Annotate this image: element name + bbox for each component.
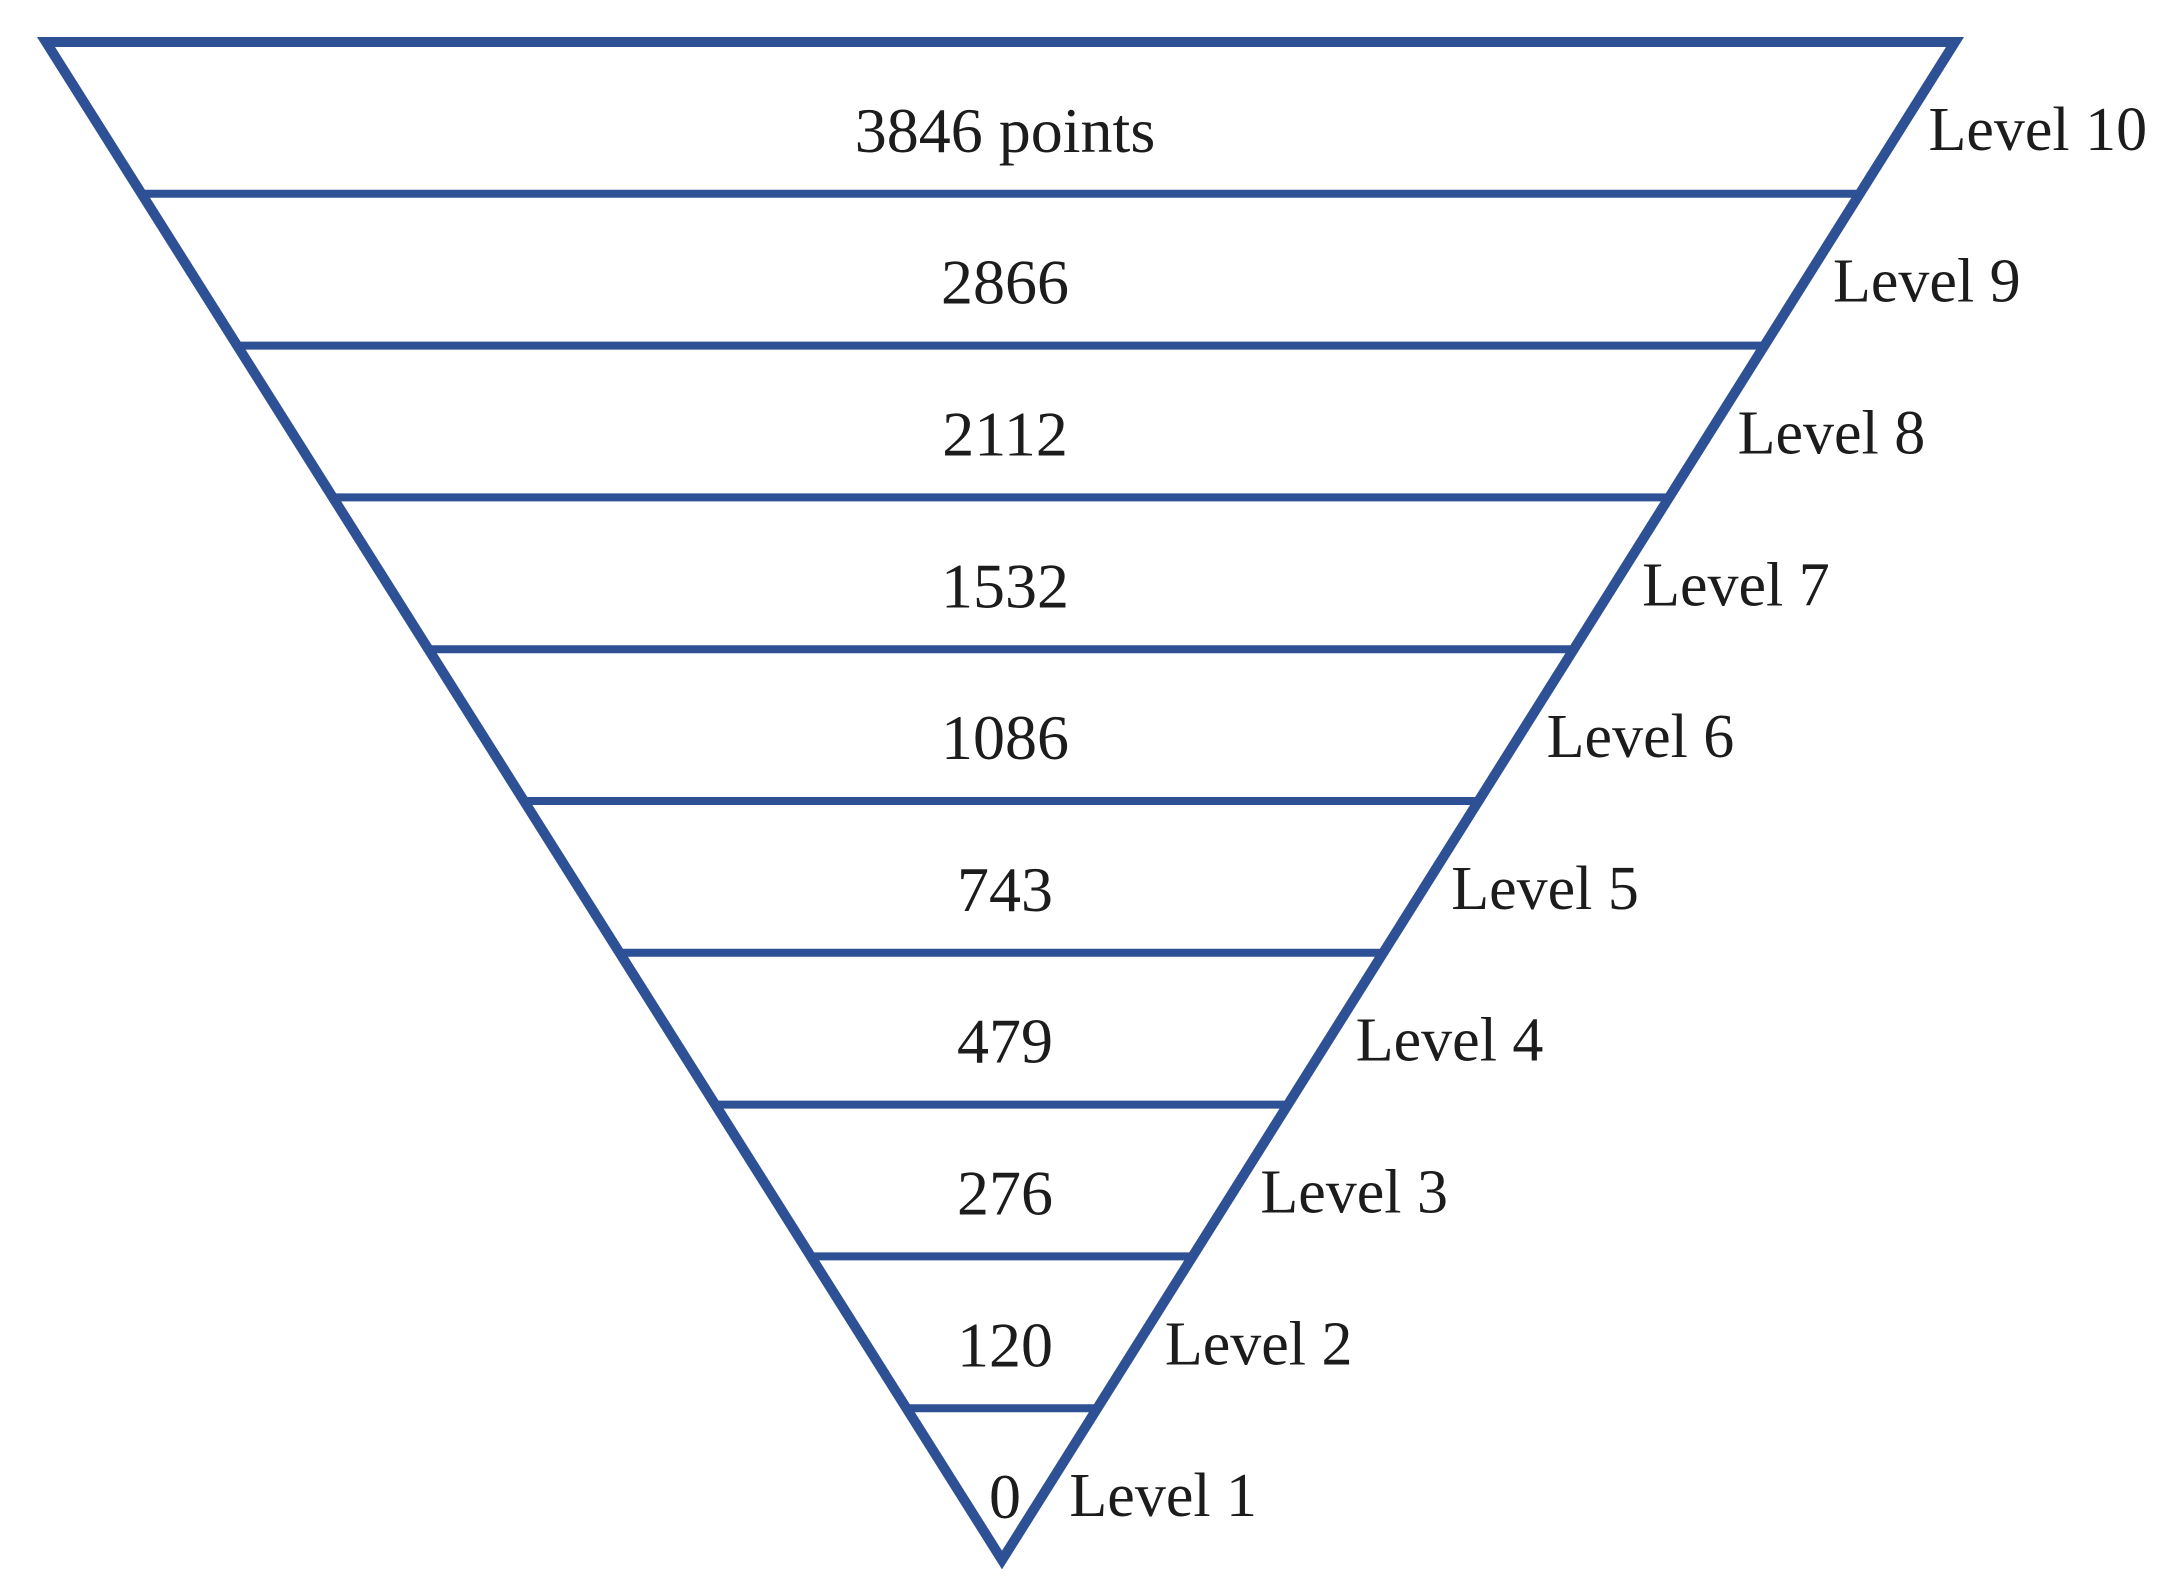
level-value-text: 120 (957, 1309, 1053, 1380)
level-value-text: 276 (957, 1158, 1053, 1229)
level-name-text: Level 4 (1356, 1007, 1544, 1075)
level-name-text: Level 8 (1738, 400, 1926, 468)
level-name-text: Level 5 (1451, 855, 1639, 923)
level-name-text: Level 3 (1260, 1159, 1448, 1227)
level-name-text: Level 6 (1547, 703, 1735, 771)
level-value-text: 2866 (941, 247, 1069, 318)
level-value-text: 479 (957, 1006, 1053, 1077)
level-value-text: 743 (957, 854, 1053, 925)
level-value-text: 0 (989, 1461, 1021, 1532)
level-name-text: Level 1 (1069, 1462, 1257, 1530)
level-name-text: Level 9 (1833, 248, 2021, 316)
level-name-text: Level 2 (1165, 1310, 1353, 1378)
level-value-text: 1086 (941, 702, 1069, 773)
level-value-text: 3846 points (855, 95, 1155, 166)
level-name-text: Level 7 (1642, 551, 1830, 619)
level-name-text: Level 10 (1928, 96, 2147, 164)
level-value-text: 2112 (942, 399, 1068, 470)
level-value-text: 1532 (941, 550, 1069, 621)
